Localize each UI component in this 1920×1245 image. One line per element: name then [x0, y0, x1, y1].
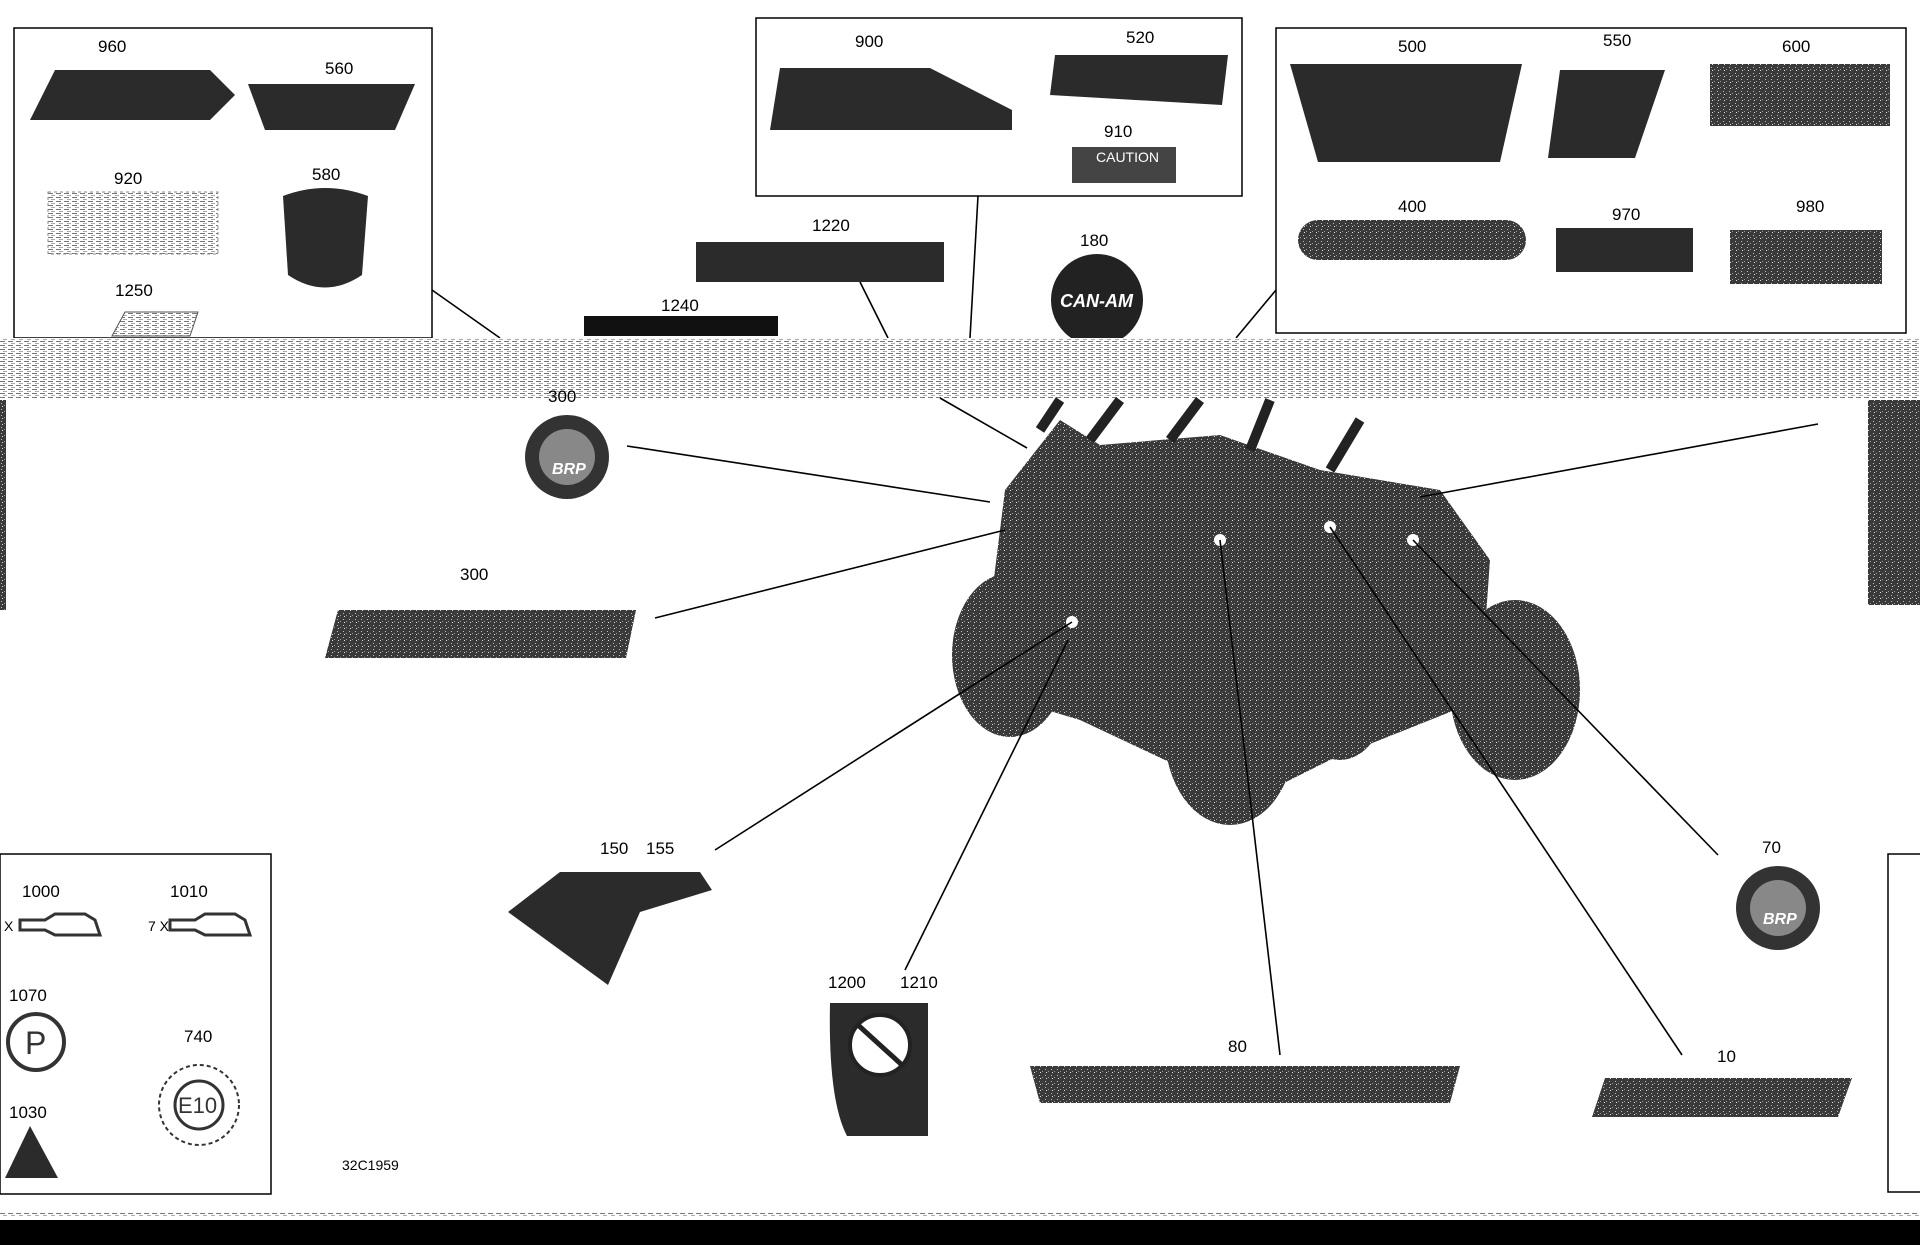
- brp-logo-lower-group: 70 BRP: [1412, 539, 1820, 950]
- label-550: 550: [1603, 31, 1631, 50]
- label-1200: 1200: [828, 973, 866, 992]
- qty-1010: 7 X: [148, 918, 170, 934]
- decal-10: [1592, 1078, 1852, 1117]
- label-1070: 1070: [9, 986, 47, 1005]
- drawing-code: 32C1959: [342, 1157, 399, 1173]
- can-am-badge: [1051, 254, 1143, 346]
- right-edge-decal-partial: [1868, 400, 1920, 605]
- decal-1200-group: 1200 1210: [828, 639, 1069, 1136]
- decal-560: [248, 84, 415, 130]
- label-400: 400: [1398, 197, 1426, 216]
- decal-550: [1548, 70, 1665, 158]
- label-910: 910: [1104, 122, 1132, 141]
- decal-1240-group: 1240: [584, 296, 778, 336]
- label-180: 180: [1080, 231, 1108, 250]
- label-1220: 1220: [812, 216, 850, 235]
- decal-180-group: 180 CAN-AM: [1051, 231, 1143, 346]
- label-600: 600: [1782, 37, 1810, 56]
- decal-910: [1072, 147, 1176, 183]
- decal-box-bottom-left: 1000 X 1010 7 X 1070 P 740 E10 1030: [0, 853, 272, 1195]
- brp-logo-upper-group: 300 BRP: [525, 387, 1028, 503]
- decal-920: [47, 191, 219, 255]
- label-1210: 1210: [900, 973, 938, 992]
- decal-1220-group: 1220: [696, 216, 944, 282]
- decal-box-bottom-right-partial: [1887, 853, 1920, 1193]
- decal-150-155: [508, 872, 712, 985]
- decal-600: [1710, 64, 1890, 126]
- decal-box-top-right: 500 550 600 400 970 980: [1275, 27, 1907, 334]
- label-80: 80: [1228, 1037, 1247, 1056]
- decal-900: [770, 68, 1012, 130]
- label-980: 980: [1796, 197, 1824, 216]
- label-920: 920: [114, 169, 142, 188]
- label-520: 520: [1126, 28, 1154, 47]
- label-970: 970: [1612, 205, 1640, 224]
- decal-300: [325, 610, 636, 658]
- label-560: 560: [325, 59, 353, 78]
- left-edge-artifact: [0, 400, 6, 610]
- e10-text: E10: [178, 1093, 217, 1118]
- label-10: 10: [1717, 1047, 1736, 1066]
- can-am-logo-text: CAN-AM: [1060, 291, 1134, 311]
- label-70: 70: [1762, 838, 1781, 857]
- parking-letter: P: [25, 1025, 46, 1061]
- label-960: 960: [98, 37, 126, 56]
- label-1010: 1010: [170, 882, 208, 901]
- label-155: 155: [646, 839, 674, 858]
- label-500: 500: [1398, 37, 1426, 56]
- decal-10-group: 10: [1329, 526, 1852, 1117]
- decal-970: [1556, 228, 1693, 272]
- decal-580: [283, 188, 368, 288]
- decal-1220: [696, 242, 944, 282]
- decal-box-top-left: 960 560 920 580 1250: [13, 27, 433, 339]
- label-740: 740: [184, 1027, 212, 1046]
- decal-740: [158, 1064, 240, 1146]
- decal-1000: [18, 912, 103, 937]
- decal-1250: [111, 311, 199, 337]
- decal-150-group: 150 155: [508, 621, 1073, 985]
- bottom-black-bar: [0, 1220, 1920, 1245]
- decal-400: [1298, 220, 1526, 260]
- decal-960: [30, 70, 235, 120]
- decal-500: [1290, 64, 1522, 162]
- decal-1070-parking: [6, 1012, 66, 1072]
- brp-logo-text-upper: BRP: [552, 461, 586, 478]
- decal-1010: [168, 912, 253, 937]
- scan-band: [0, 338, 1920, 398]
- label-1240: 1240: [661, 296, 699, 315]
- label-1030: 1030: [9, 1103, 47, 1122]
- qty-1000: X: [4, 918, 14, 934]
- brp-logo-text-lower: BRP: [1763, 911, 1797, 928]
- label-150: 150: [600, 839, 628, 858]
- label-300-top: 300: [548, 387, 576, 406]
- label-300: 300: [460, 565, 488, 584]
- caution-text: CAUTION: [1096, 149, 1159, 165]
- decal-box-top-center: 900 520 910 CAUTION: [755, 17, 1243, 197]
- decal-80-group: 80: [1030, 539, 1460, 1103]
- label-580: 580: [312, 165, 340, 184]
- decal-1240: [584, 316, 778, 336]
- label-1250: 1250: [115, 281, 153, 300]
- label-900: 900: [855, 32, 883, 51]
- decal-1030: [5, 1126, 58, 1178]
- decal-520: [1050, 55, 1228, 105]
- decal-300-group: 300: [325, 529, 1006, 658]
- label-1000: 1000: [22, 882, 60, 901]
- decal-980: [1730, 230, 1882, 284]
- decal-80: [1030, 1066, 1460, 1103]
- vehicle-illustration: [952, 397, 1580, 825]
